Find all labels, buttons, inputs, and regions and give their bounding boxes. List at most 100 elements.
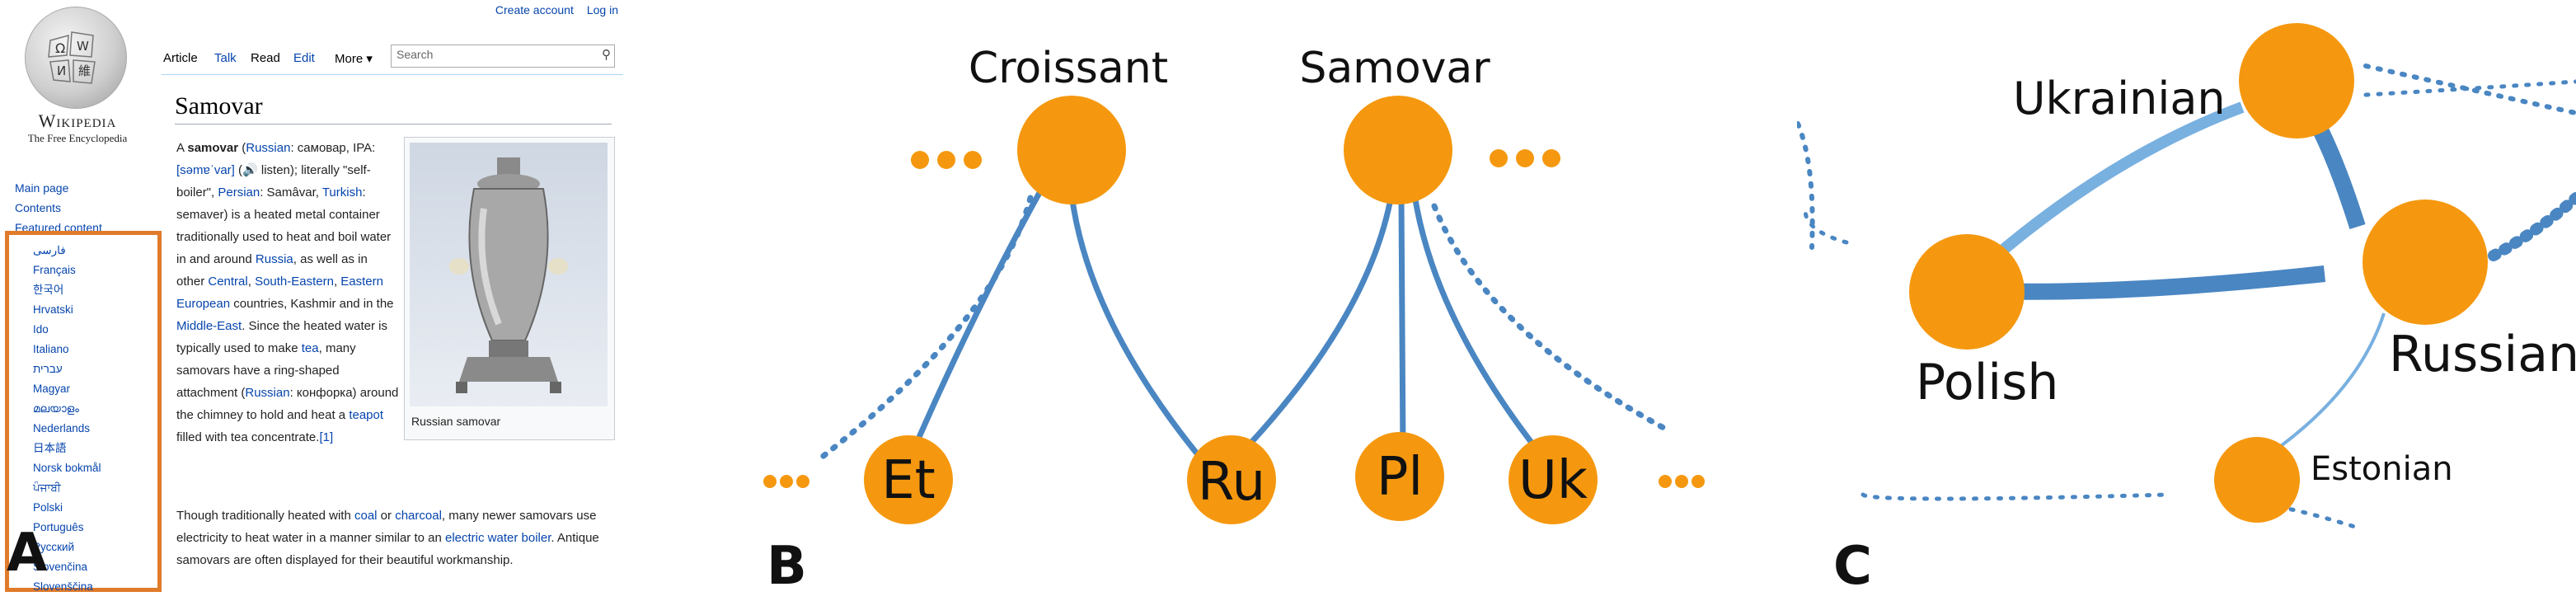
article-link[interactable]: Eastern European	[176, 275, 383, 311]
lang-item[interactable]: Slovenščina	[33, 580, 93, 593]
article-link[interactable]: Middle-East	[176, 319, 242, 333]
node-estonian[interactable]	[2214, 437, 2300, 523]
infobox-image: Russian samovar	[404, 137, 615, 440]
article-text: filled with tea concentrate.	[176, 430, 320, 444]
article-text: , many samovars have a ring-shaped attac…	[176, 341, 356, 400]
lang-item[interactable]: Polski	[33, 501, 63, 514]
article-link[interactable]: South-Eastern	[255, 275, 334, 289]
label-ukrainian: Ukrainian	[2013, 73, 2226, 124]
article-text: , as well as in other	[176, 252, 368, 289]
node-polish[interactable]	[1909, 234, 2025, 350]
edge-samovar-uk	[1411, 194, 1549, 464]
article-link[interactable]: [səmɐˈvar]	[176, 163, 235, 177]
search-icon[interactable]: ⚲	[602, 48, 611, 62]
search-input[interactable]: Search ⚲	[391, 45, 615, 68]
tab-edit[interactable]: Edit	[293, 51, 315, 65]
label-ru: Ru	[1198, 452, 1265, 513]
article-link[interactable]: Russian	[246, 141, 291, 155]
lang-item[interactable]: 日本語	[33, 442, 67, 454]
lang-item[interactable]: 한국어	[33, 284, 64, 296]
article-text: (	[238, 141, 246, 155]
article-text: : Samâvar,	[260, 185, 322, 200]
article-link[interactable]: teapot	[349, 408, 384, 422]
log-in-link[interactable]: Log in	[586, 3, 618, 16]
node-pl[interactable]	[1355, 432, 1444, 521]
tab-talk[interactable]: Talk	[214, 51, 237, 65]
lang-item[interactable]: Norsk bokmål	[33, 462, 101, 474]
label-estonian: Estonian	[2311, 450, 2453, 488]
node-uk[interactable]	[1509, 435, 1598, 524]
lang-item[interactable]: Italiano	[33, 343, 69, 355]
language-list-highlight	[5, 231, 162, 592]
node-ukrainian[interactable]	[2239, 23, 2354, 139]
article-link[interactable]: Central	[208, 275, 248, 289]
article-text: or	[377, 509, 396, 523]
article-link[interactable]: tea	[301, 341, 319, 355]
node-russian[interactable]	[2363, 200, 2488, 325]
dotted-edge	[2363, 79, 2576, 97]
nav-contents[interactable]: Contents	[15, 201, 62, 214]
lang-item[interactable]: עברית	[33, 363, 63, 375]
node-samovar[interactable]	[1344, 96, 1452, 204]
article-link[interactable]: coal	[354, 509, 378, 523]
lang-item[interactable]: Magyar	[33, 383, 71, 395]
lang-item[interactable]: فارسی	[33, 244, 66, 256]
panel-label-b: B	[767, 536, 807, 597]
tab-more[interactable]: More ▾	[335, 52, 373, 66]
dotted-edge	[2488, 192, 2576, 261]
samovar-photo[interactable]	[410, 143, 608, 406]
article-text: A	[176, 141, 188, 155]
lang-item[interactable]: Slovenčina	[33, 561, 88, 573]
node-ru[interactable]	[1187, 435, 1276, 524]
tab-article[interactable]: Article	[163, 51, 198, 65]
top-links: Create account Log in	[482, 3, 618, 16]
lang-item[interactable]: മലയാളം	[33, 402, 79, 415]
ellipsis-bottom-left	[763, 475, 809, 488]
article-link[interactable]: [1]	[319, 430, 334, 444]
lang-item[interactable]: Русский	[33, 541, 75, 553]
edge-samovar-ru	[1231, 194, 1395, 464]
label-russian: Russian	[2389, 326, 2576, 383]
svg-text:維: 維	[78, 63, 91, 78]
lang-item[interactable]: ਪੰਜਾਬੀ	[33, 481, 61, 494]
node-croissant[interactable]	[1017, 96, 1126, 204]
tab-read[interactable]: Read	[251, 51, 280, 65]
article-link[interactable]: Turkish	[321, 185, 363, 200]
edge-croissant-ru	[1068, 194, 1206, 464]
lang-item[interactable]: Português	[33, 521, 84, 533]
node-et[interactable]	[864, 435, 953, 524]
article-link[interactable]: Persian	[218, 185, 260, 200]
language-list: فارسی Français 한국어 Hrvatski Ido Italiano…	[33, 241, 101, 597]
article-link[interactable]: Russia	[255, 252, 293, 266]
article-text: , many newer samovars use electricity to…	[176, 509, 597, 545]
article-text: : самовар,	[290, 141, 354, 155]
lang-item[interactable]: Ido	[33, 323, 49, 336]
ellipsis-top-left	[911, 151, 982, 169]
wikipedia-globe-logo[interactable]: Ω W И 維	[25, 7, 127, 109]
panel-c-language-graph: Ukrainian Polish Russian Estonian C	[1795, 0, 2576, 597]
panel-label-c: C	[1833, 536, 1872, 597]
label-polish: Polish	[1916, 354, 2058, 411]
lang-item[interactable]: Nederlands	[33, 422, 91, 434]
wikipedia-tagline: The Free Encyclopedia	[27, 132, 128, 144]
sidebar-nav: Main page Contents Featured content	[15, 178, 102, 237]
lang-item[interactable]: Français	[33, 264, 76, 276]
article-text: : semaver) is a heated metal container t…	[176, 185, 392, 266]
panel-label-a: A	[7, 523, 48, 584]
article-link[interactable]: charcoal	[395, 509, 442, 523]
create-account-link[interactable]: Create account	[495, 3, 574, 16]
page-title: Samovar	[175, 92, 612, 124]
label-et: Et	[881, 450, 936, 511]
article-paragraph-1: A samovar (Russian: самовар, IPA: [səmɐˈ…	[176, 137, 399, 448]
nav-main-page[interactable]: Main page	[15, 181, 69, 195]
lang-item[interactable]: Hrvatski	[33, 303, 73, 316]
article-link[interactable]: Russian	[245, 386, 290, 400]
dotted-edge	[2363, 63, 2576, 116]
svg-text:W: W	[77, 39, 89, 54]
article-link[interactable]: electric water boiler	[444, 531, 551, 545]
panel-b-bipartite-graph: Croissant Samovar Et Ru Pl Uk B	[725, 0, 1715, 597]
article-text: (🔊 listen); literally "self-boiler",	[176, 163, 371, 200]
article-paragraph-2: Though traditionally heated with coal or…	[176, 505, 613, 571]
edge-samovar-pl	[1398, 197, 1406, 456]
